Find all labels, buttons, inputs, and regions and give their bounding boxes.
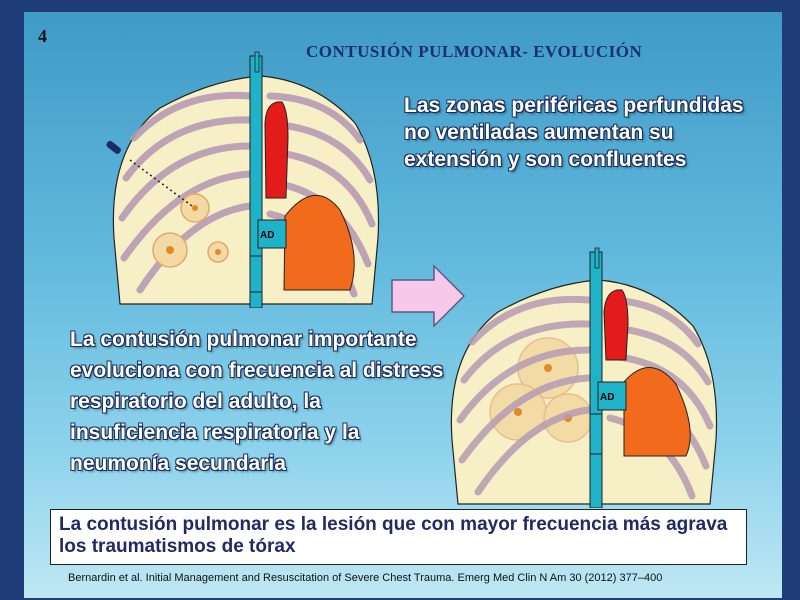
right-atrium-label: AD <box>600 392 614 403</box>
slide-title: CONTUSIÓN PULMONAR- EVOLUCIÓN <box>306 42 643 61</box>
trachea-tube-inner <box>254 51 260 73</box>
vena-cava <box>249 255 263 293</box>
thorax-diagram-evolved: AD <box>450 247 718 508</box>
right-atrium-label: AD <box>260 230 274 241</box>
evolution-arrow-icon <box>391 264 466 328</box>
slide: 4 CONTUSIÓN PULMONAR- EVOLUCIÓN AD <box>24 12 782 598</box>
conclusion-box: La contusión pulmonar es la lesión que c… <box>50 509 747 565</box>
trachea-tube <box>589 251 603 508</box>
aorta <box>264 101 289 199</box>
heart-orange <box>283 194 355 291</box>
conclusion-text: La contusión pulmonar es la lesión que c… <box>59 514 728 557</box>
aorta <box>603 289 629 361</box>
vena-cava <box>589 413 603 455</box>
projectile-icon <box>106 140 121 154</box>
callout-evolution: La contusión pulmonar importante evoluci… <box>70 328 444 475</box>
ribs-left-side <box>118 91 254 294</box>
thorax-diagram-initial: AD <box>106 51 380 308</box>
trachea-tube-inner <box>594 247 600 269</box>
callout-peripheral-zones: Las zonas periféricas perfundidas no ven… <box>404 94 744 171</box>
slide-number: 4 <box>38 26 47 46</box>
right-atrium <box>257 219 287 249</box>
ribs-left-side <box>456 295 592 496</box>
heart-orange <box>623 367 691 457</box>
citation: Bernardin et al. Initial Management and … <box>68 572 663 584</box>
right-atrium <box>597 381 627 411</box>
